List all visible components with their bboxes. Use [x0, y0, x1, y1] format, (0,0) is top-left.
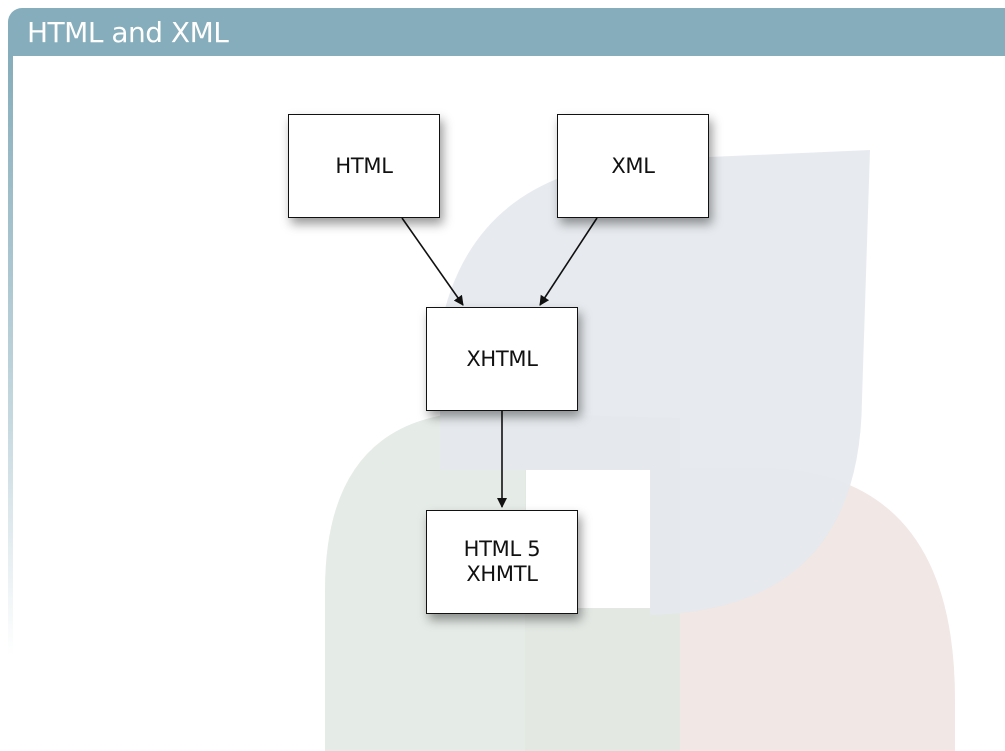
deco-shape-blue	[440, 150, 870, 615]
node-xhtml: XHTML	[426, 307, 578, 411]
title-bar: HTML and XML	[8, 8, 1005, 56]
arrow-html-to-xhtml	[401, 217, 464, 306]
node-xml-label: XML	[611, 153, 655, 178]
slide-title: HTML and XML	[27, 16, 229, 49]
left-accent-bar	[8, 56, 13, 656]
node-html-label: HTML	[335, 153, 393, 178]
node-xml: XML	[557, 114, 709, 218]
node-xhtml-label: XHTML	[466, 346, 538, 371]
node-html5-xhmtl-label: HTML 5 XHMTL	[463, 537, 541, 586]
arrow-xml-to-xhtml	[539, 217, 598, 306]
node-html: HTML	[288, 114, 440, 218]
node-html5-xhmtl: HTML 5 XHMTL	[426, 510, 578, 614]
